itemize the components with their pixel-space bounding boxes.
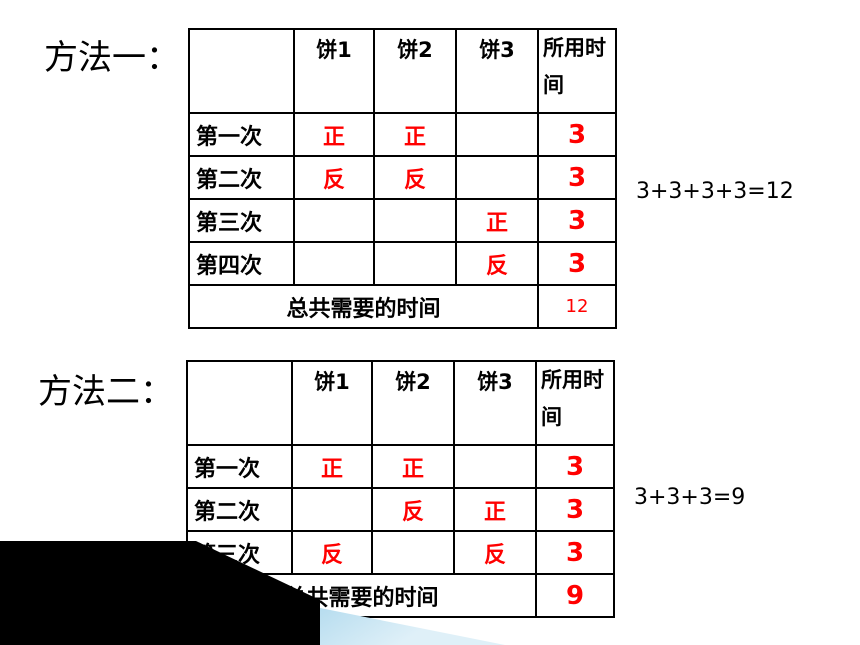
header-bing3: 饼3	[455, 28, 539, 114]
cell-bing2	[373, 198, 457, 243]
row-label: 第四次	[188, 241, 295, 286]
header-bing1: 饼1	[293, 28, 375, 114]
cell-time: 3	[537, 112, 617, 157]
cell-bing1: 正	[293, 112, 375, 157]
cell-bing3: 正	[453, 487, 537, 532]
total-value: 9	[535, 573, 615, 618]
header-bing3: 饼3	[453, 360, 537, 446]
total-label: 总共需要的时间	[186, 573, 537, 618]
corner-cell	[188, 28, 295, 114]
method2-equation: 3+3+3=9	[634, 485, 746, 510]
cell-bing1: 反	[291, 530, 373, 575]
cell-time: 3	[535, 444, 615, 489]
cell-bing2	[373, 241, 457, 286]
row-label: 第二次	[186, 487, 293, 532]
cell-time: 3	[537, 198, 617, 243]
header-bing1: 饼1	[291, 360, 373, 446]
header-bing2: 饼2	[371, 360, 455, 446]
row-label: 第三次	[188, 198, 295, 243]
total-label: 总共需要的时间	[188, 284, 539, 329]
method1-table: 饼1 饼2 饼3 所用时间 第一次 正 正 3 第二次 反 反 3 第三次 正 …	[188, 28, 617, 329]
cell-bing3	[453, 444, 537, 489]
row-label: 第二次	[188, 155, 295, 200]
cell-bing1	[293, 241, 375, 286]
row-label: 第一次	[186, 444, 293, 489]
cell-bing3	[455, 112, 539, 157]
header-bing2: 饼2	[373, 28, 457, 114]
cell-bing2: 反	[371, 487, 455, 532]
cell-bing3: 反	[455, 241, 539, 286]
row-label: 第三次	[186, 530, 293, 575]
method1-equation: 3+3+3+3=12	[636, 179, 794, 204]
cell-bing1: 正	[291, 444, 373, 489]
method1-label: 方法一：	[44, 38, 180, 78]
cell-bing2	[371, 530, 455, 575]
method2-table: 饼1 饼2 饼3 所用时间 第一次 正 正 3 第二次 反 正 3 第三次 反 …	[186, 360, 615, 618]
cell-bing3: 正	[455, 198, 539, 243]
header-time: 所用时间	[535, 360, 615, 446]
cell-time: 3	[535, 487, 615, 532]
cell-time: 3	[537, 155, 617, 200]
cell-bing1	[291, 487, 373, 532]
cell-time: 3	[537, 241, 617, 286]
cell-bing1: 反	[293, 155, 375, 200]
cell-time: 3	[535, 530, 615, 575]
total-value: 12	[537, 284, 617, 329]
header-time: 所用时间	[537, 28, 617, 114]
cell-bing2: 正	[371, 444, 455, 489]
corner-cell	[186, 360, 293, 446]
cell-bing1	[293, 198, 375, 243]
row-label: 第一次	[188, 112, 295, 157]
cell-bing3	[455, 155, 539, 200]
cell-bing3: 反	[453, 530, 537, 575]
cell-bing2: 正	[373, 112, 457, 157]
method2-label: 方法二：	[38, 372, 174, 412]
cell-bing2: 反	[373, 155, 457, 200]
